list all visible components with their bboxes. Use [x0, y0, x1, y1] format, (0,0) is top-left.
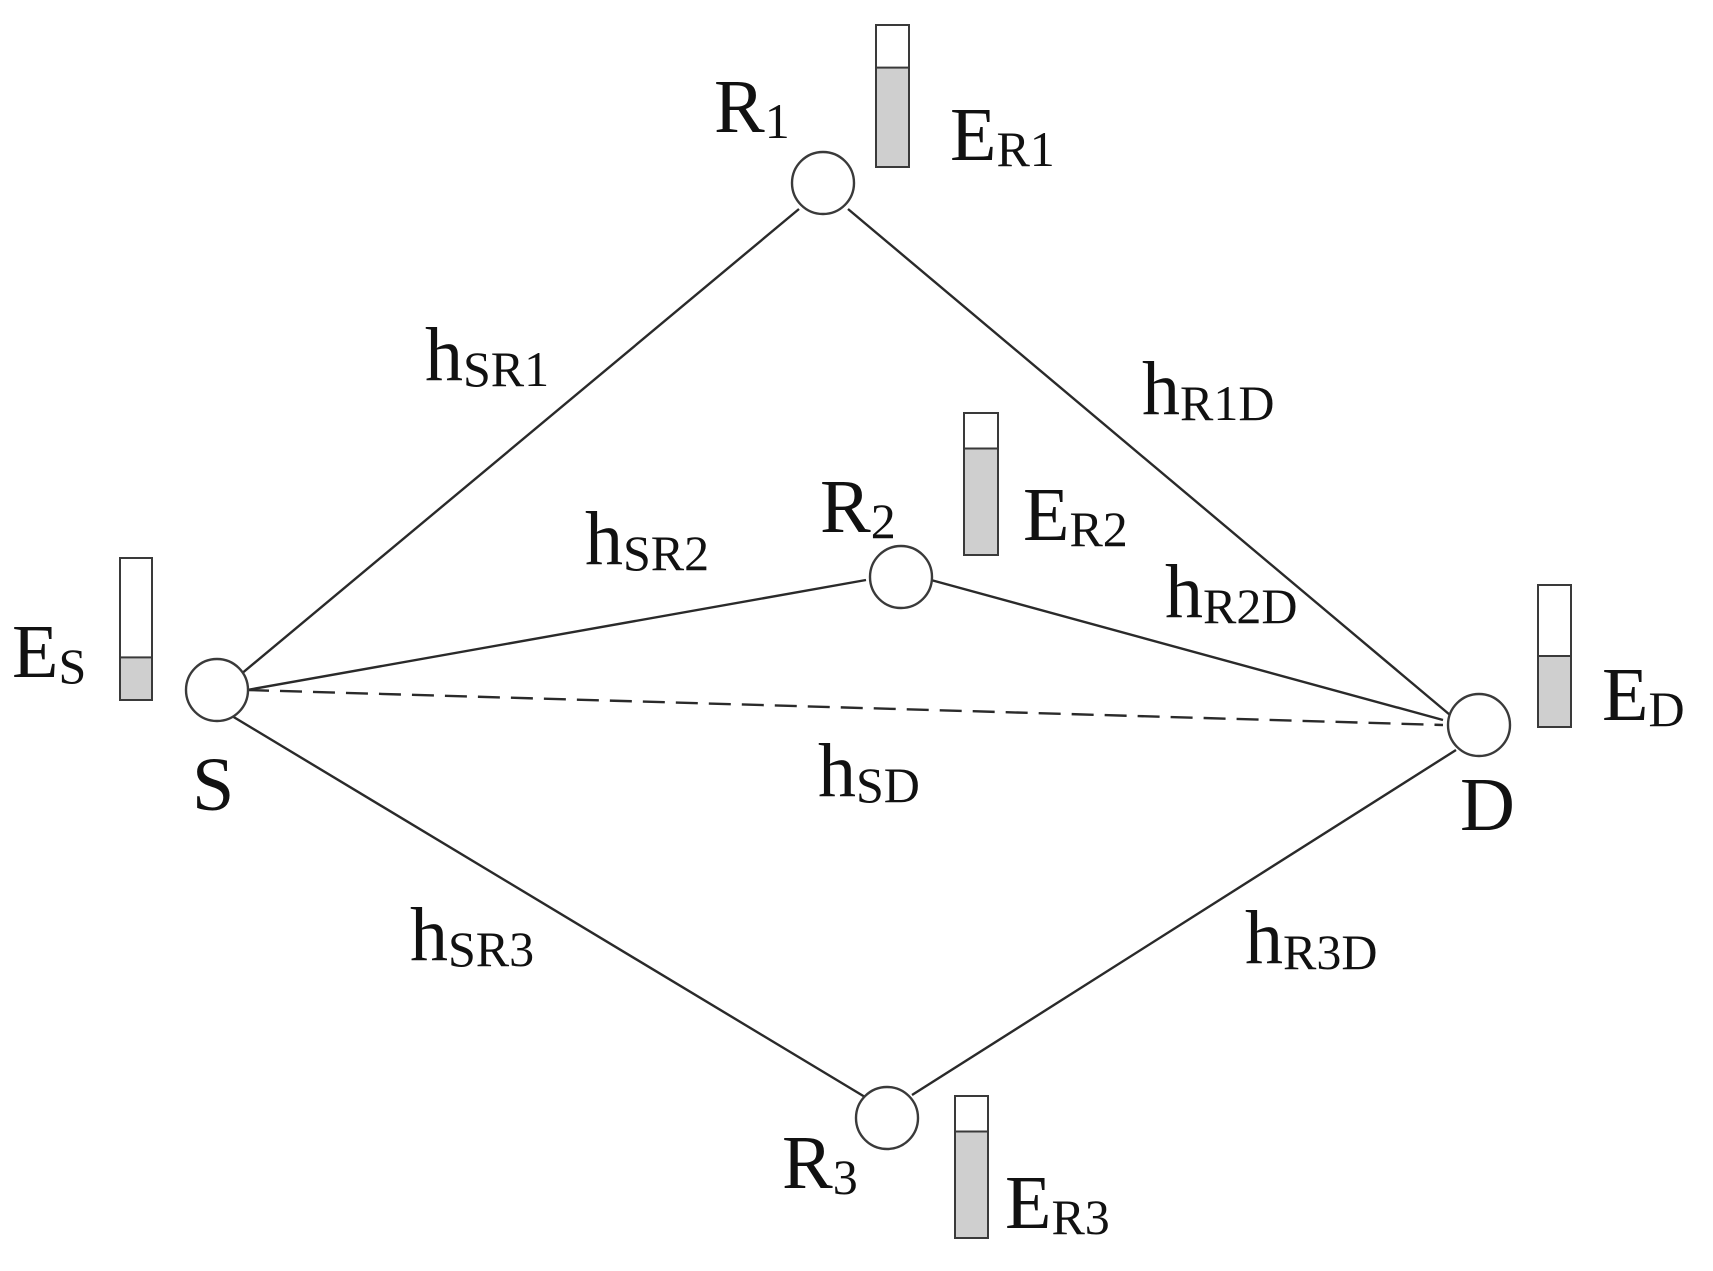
label-link-r3d: hR3D [1245, 896, 1377, 980]
link-s-r2 [246, 578, 867, 692]
label-node-d: D [1460, 763, 1515, 847]
label-link-sr3: hSR3 [410, 893, 534, 977]
label-energy-er2: ER2 [1023, 473, 1128, 557]
label-link-sr2: hSR2 [585, 497, 709, 581]
node-d [1446, 692, 1512, 758]
link-s-d-dashed [246, 688, 1444, 727]
battery-er3-level [954, 1130, 989, 1239]
label-node-s: S [192, 743, 234, 827]
label-energy-es: ES [12, 610, 86, 694]
battery-er2 [963, 412, 999, 556]
link-s-r3 [221, 708, 871, 1102]
label-link-sr1: hSR1 [425, 313, 549, 397]
label-link-r1d: hR1D [1142, 347, 1274, 431]
label-energy-ed: ED [1602, 653, 1685, 737]
battery-es [119, 557, 153, 702]
label-link-r2d: hR2D [1165, 550, 1297, 634]
label-link-sd: hSD [818, 729, 920, 813]
battery-er3 [954, 1095, 989, 1239]
battery-es-level [119, 656, 153, 702]
battery-ed-level [1537, 655, 1572, 728]
label-energy-er1: ER1 [950, 93, 1055, 177]
node-s [184, 657, 250, 723]
battery-er1-level [875, 66, 910, 168]
label-energy-er3: ER3 [1005, 1161, 1110, 1245]
link-s-r1 [221, 208, 800, 691]
link-r2-d [930, 578, 1444, 722]
label-node-r1: R1 [714, 65, 790, 149]
node-r3 [854, 1085, 920, 1151]
label-node-r2: R2 [820, 465, 896, 549]
link-r3-d [911, 748, 1457, 1097]
node-r2 [868, 544, 934, 610]
node-r1 [790, 150, 856, 216]
link-r1-d [847, 208, 1457, 721]
label-node-r3: R3 [782, 1121, 858, 1205]
battery-er2-level [963, 447, 999, 556]
battery-ed [1537, 584, 1572, 728]
battery-er1 [875, 24, 910, 168]
